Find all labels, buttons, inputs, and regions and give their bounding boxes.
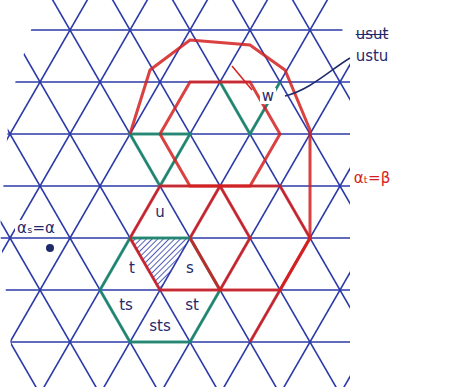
leader-line	[285, 58, 350, 96]
alcove-label: ts	[117, 297, 135, 314]
alcove-label: st	[183, 297, 201, 314]
alcove-label: sts	[147, 318, 173, 335]
red-path	[190, 186, 310, 290]
lattice-line	[190, 0, 461, 387]
red-path	[130, 40, 310, 342]
alcove-label: u	[153, 204, 167, 221]
lattice-line	[310, 0, 461, 387]
lattice-line	[70, 0, 430, 387]
alcove-label: s	[184, 260, 196, 277]
lattice-line	[10, 0, 370, 387]
root-label: αₛ=α	[15, 220, 57, 237]
lattice-line	[130, 0, 461, 387]
lattice-line	[0, 0, 130, 387]
lattice-line	[130, 0, 461, 387]
root-label: αₜ=β	[352, 170, 392, 187]
lattice-line	[250, 0, 461, 387]
lattice-line	[250, 0, 461, 387]
lattice-line	[0, 0, 310, 387]
lattice-line	[0, 0, 250, 387]
alcove-label: t	[127, 260, 137, 277]
fundamental-alcove	[130, 238, 190, 290]
lattice-line	[0, 0, 250, 387]
green-edges	[100, 82, 280, 342]
word-label: ustu	[354, 48, 391, 65]
lattice-line	[310, 0, 461, 387]
lattice-line	[0, 0, 310, 387]
red-hexagons	[130, 40, 310, 342]
lattice-line	[0, 0, 10, 387]
red-leader	[232, 66, 252, 90]
lattice-line	[70, 0, 430, 387]
red-path	[160, 82, 280, 186]
element-label: w	[260, 88, 276, 105]
lattice-line	[0, 0, 10, 387]
lattice-line	[430, 0, 461, 387]
lattice-line	[0, 0, 130, 387]
green-path	[220, 82, 280, 134]
lattice-line	[430, 0, 461, 387]
green-path	[130, 134, 190, 186]
lattice-line	[10, 0, 370, 387]
root-dot	[46, 244, 54, 252]
crossed-word: usut	[354, 26, 391, 43]
